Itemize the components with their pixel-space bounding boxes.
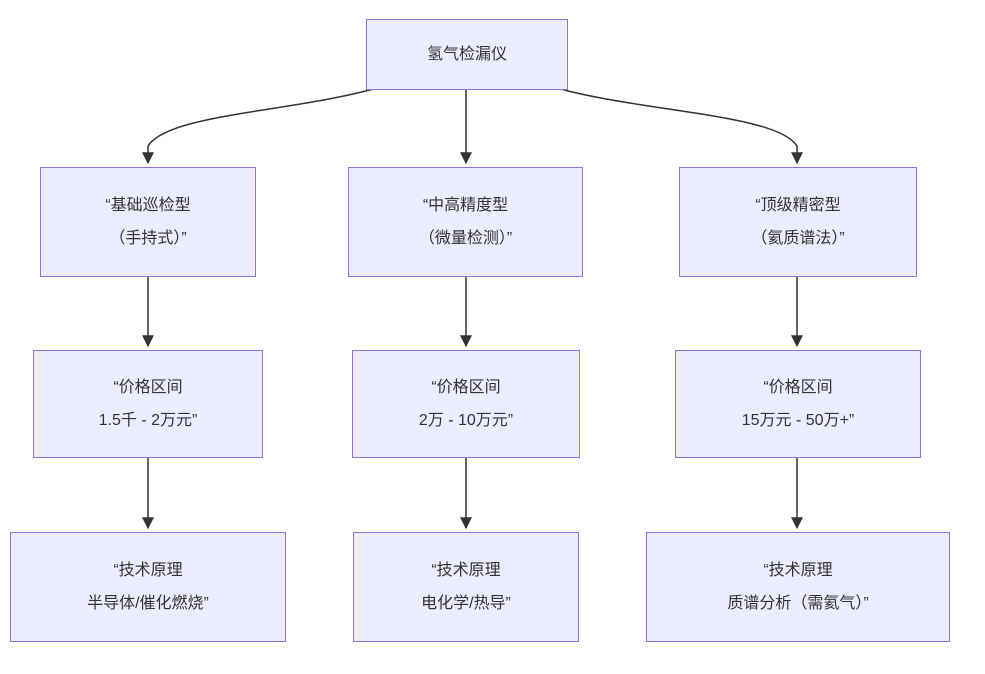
node-tech-mid-label-line2: 电化学/热导” bbox=[421, 595, 511, 612]
node-price-mid-label-line2: 2万 - 10万元” bbox=[418, 412, 514, 429]
node-tier-basic-label-line1: “基础巡检型 bbox=[105, 197, 191, 214]
node-root: 氢气检漏仪 bbox=[366, 19, 568, 90]
node-price-mid-label-line1: “价格区间 bbox=[431, 379, 501, 396]
node-price-top: “价格区间 15万元 - 50万+” bbox=[675, 350, 921, 458]
node-price-basic-label-line1: “价格区间 bbox=[113, 379, 183, 396]
node-tier-top-label-line2: （氦质谱法）” bbox=[751, 230, 845, 247]
node-tier-top: “顶级精密型 （氦质谱法）” bbox=[679, 167, 917, 277]
node-price-basic: “价格区间 1.5千 - 2万元” bbox=[33, 350, 263, 458]
node-tier-top-label-line1: “顶级精密型 bbox=[755, 197, 841, 214]
node-tech-basic-label-line1: “技术原理 bbox=[113, 562, 183, 579]
node-tech-mid-label-line1: “技术原理 bbox=[431, 562, 501, 579]
node-tier-basic-label-line2: （手持式）” bbox=[109, 230, 187, 247]
node-root-label: 氢气检漏仪 bbox=[426, 46, 507, 63]
node-price-mid: “价格区间 2万 - 10万元” bbox=[352, 350, 580, 458]
node-tech-top-label-line2: 质谱分析（需氦气）” bbox=[727, 595, 869, 612]
node-tier-basic: “基础巡检型 （手持式）” bbox=[40, 167, 256, 277]
edge-root-to-tier-top bbox=[556, 87, 803, 165]
node-tier-mid-label-line1: “中高精度型 bbox=[422, 197, 509, 214]
node-tech-basic-label-line2: 半导体/催化燃烧” bbox=[87, 595, 209, 612]
node-tech-top-label-line1: “技术原理 bbox=[763, 562, 833, 579]
node-tier-mid-label-line2: （微量检测）” bbox=[418, 230, 513, 247]
node-tech-mid: “技术原理 电化学/热导” bbox=[353, 532, 579, 642]
edge-root-to-tier-basic bbox=[142, 87, 378, 165]
node-tech-basic: “技术原理 半导体/催化燃烧” bbox=[10, 532, 286, 642]
node-price-top-label-line2: 15万元 - 50万+” bbox=[741, 412, 855, 429]
node-price-basic-label-line2: 1.5千 - 2万元” bbox=[98, 412, 198, 429]
node-tech-top: “技术原理 质谱分析（需氦气）” bbox=[646, 532, 950, 642]
node-tier-mid: “中高精度型 （微量检测）” bbox=[348, 167, 583, 277]
node-price-top-label-line1: “价格区间 bbox=[763, 379, 833, 396]
